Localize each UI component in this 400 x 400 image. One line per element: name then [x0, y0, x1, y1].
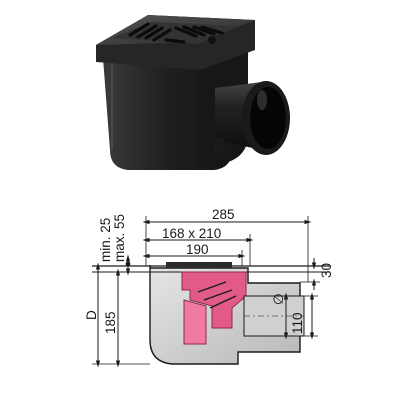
dim-d: D: [84, 310, 99, 320]
dim-110: 110: [290, 312, 305, 334]
pipe-highlight: [257, 90, 267, 110]
pipe-opening: [250, 87, 286, 149]
section-grate: [166, 262, 232, 268]
label-max: max. 55: [112, 214, 127, 262]
box-foot: [214, 138, 224, 152]
drain-box-photo: [96, 15, 290, 170]
dim-diameter-symbol: ∅: [271, 293, 286, 305]
dim-30: 30: [319, 263, 334, 278]
dim-190: 190: [186, 242, 209, 257]
grate-bolt: [208, 36, 216, 44]
dim-grate: 168 x 210: [162, 226, 221, 241]
section-drawing: 285 168 x 210 190 min. 25 max. 55 D 185 …: [84, 207, 334, 368]
trap-insert: [181, 271, 247, 329]
trap-lower: [183, 299, 207, 345]
label-min: min. 25: [98, 218, 113, 262]
dim-285: 285: [212, 207, 235, 222]
trap-flaps: [197, 281, 237, 309]
dim-185: 185: [103, 311, 118, 334]
grate-slots: [128, 22, 224, 44]
adjust-marker: [125, 261, 131, 267]
